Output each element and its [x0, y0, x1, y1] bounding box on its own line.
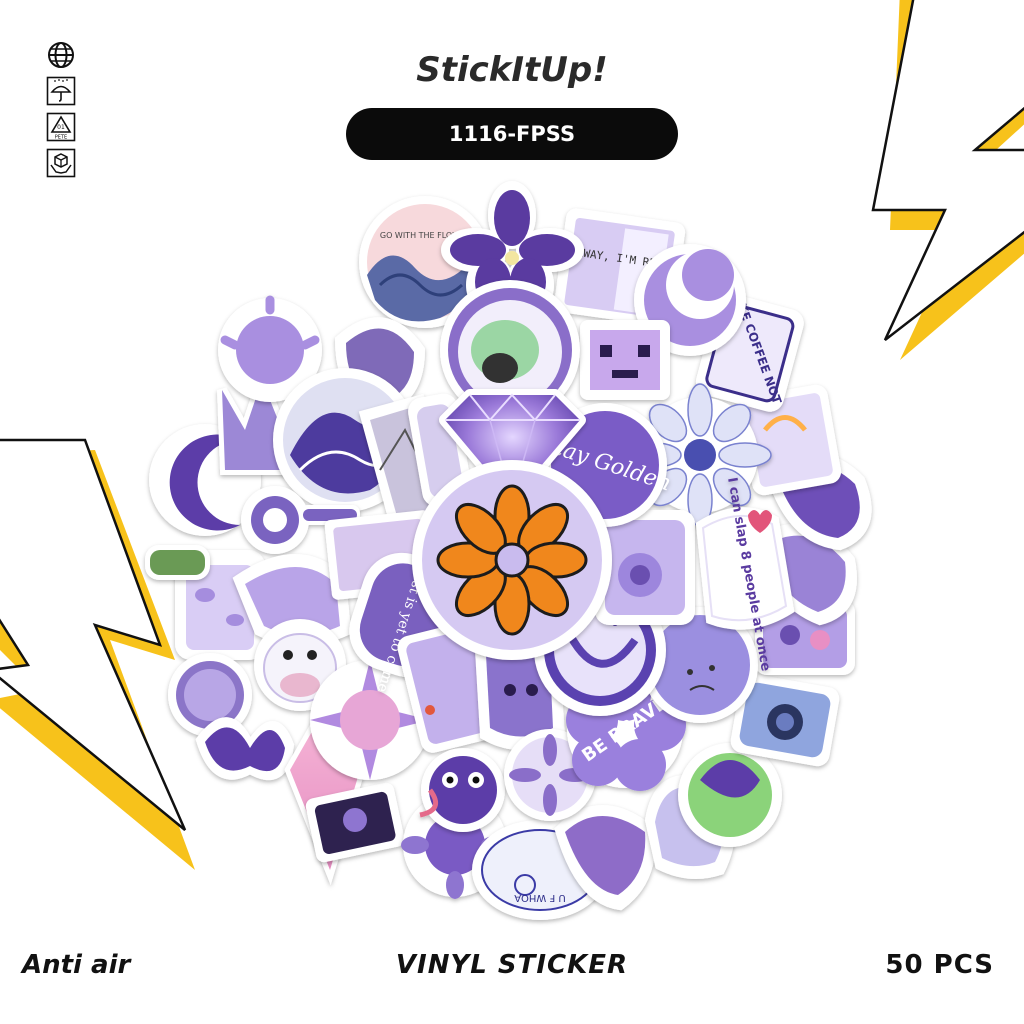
dino-sticker — [554, 805, 656, 911]
camera-instant-sticker — [730, 673, 840, 767]
brand-logo-text: StickItUp! — [416, 50, 608, 90]
green-bubble-sticker — [678, 743, 782, 847]
go-with-the-flow-text: GO WITH THE FLOW — [380, 231, 460, 240]
scissors-sticker — [241, 486, 360, 554]
orange-flower-center-sticker — [412, 460, 612, 660]
care-icons-column: 01 PETE — [46, 40, 80, 184]
recycle-material-text: PETE — [55, 135, 67, 141]
sticker-collage: GO WITH THE FLOW GO AWAY, I'M READING — [145, 181, 872, 920]
lightning-bolt-left — [0, 438, 195, 870]
umbrella-rain-icon — [46, 76, 76, 106]
sun-pink-sticker — [310, 660, 430, 780]
pete-recycle-icon: 01 PETE — [46, 112, 76, 142]
sad-face-sticker — [642, 607, 758, 723]
bear-circle-sticker — [440, 280, 580, 420]
butterfly-sticker — [195, 717, 295, 781]
cactus-sticker — [145, 545, 210, 580]
whoa-text: U F WHOA — [514, 892, 566, 903]
product-code-badge: 1116-FPSS — [346, 108, 678, 160]
recycle-number-text: 01 — [57, 124, 65, 131]
lightning-bolt-top-right — [871, 0, 1024, 360]
footer-vinyl-sticker-text: VINYL STICKER — [395, 950, 629, 980]
robot-pixel-sticker — [580, 320, 670, 400]
product-code-text: 1116-FPSS — [448, 122, 576, 146]
footer-anti-air-text: Anti air — [22, 950, 131, 980]
hand-peace-sticker — [232, 554, 352, 646]
camera-black-sticker — [305, 782, 405, 863]
package-hands-icon — [46, 148, 76, 178]
round-badge-sticker — [168, 653, 252, 737]
smiley-monster-sticker — [419, 748, 505, 832]
diamond-sticker — [439, 389, 586, 506]
radio-sticker — [595, 510, 695, 625]
globe-icon — [48, 42, 74, 68]
sun-sticker — [218, 295, 322, 402]
milk-carton-sticker — [738, 384, 842, 496]
footer-piece-count-text: 50 PCS — [885, 950, 994, 980]
